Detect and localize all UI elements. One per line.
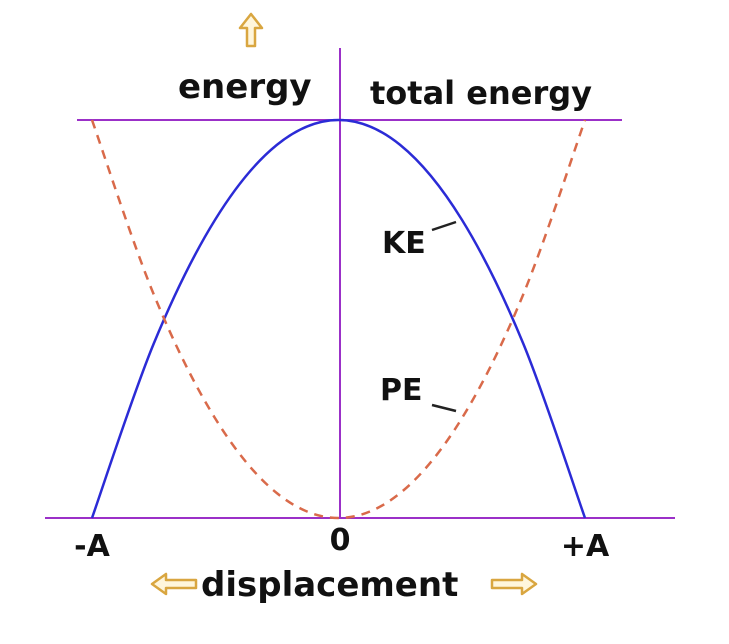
- ke-label: KE: [382, 226, 426, 261]
- ke-curve: [90, 118, 587, 519]
- pe-leader: [431, 403, 457, 413]
- x-tick-label: 0: [330, 523, 351, 558]
- x-axis-label: displacement: [201, 565, 458, 605]
- left-arrow-icon: [150, 572, 198, 596]
- y-axis-label: energy: [178, 67, 312, 107]
- x-tick-label: -A: [74, 529, 110, 564]
- right-arrow-icon: [490, 572, 538, 596]
- ke-leader: [431, 220, 457, 232]
- total-energy-label: total energy: [370, 74, 592, 112]
- series-layer: [90, 118, 587, 520]
- pe-label: PE: [380, 373, 422, 408]
- pe-curve: [90, 119, 587, 520]
- x-tick-label: +A: [561, 529, 610, 564]
- up-arrow-icon: [238, 12, 264, 48]
